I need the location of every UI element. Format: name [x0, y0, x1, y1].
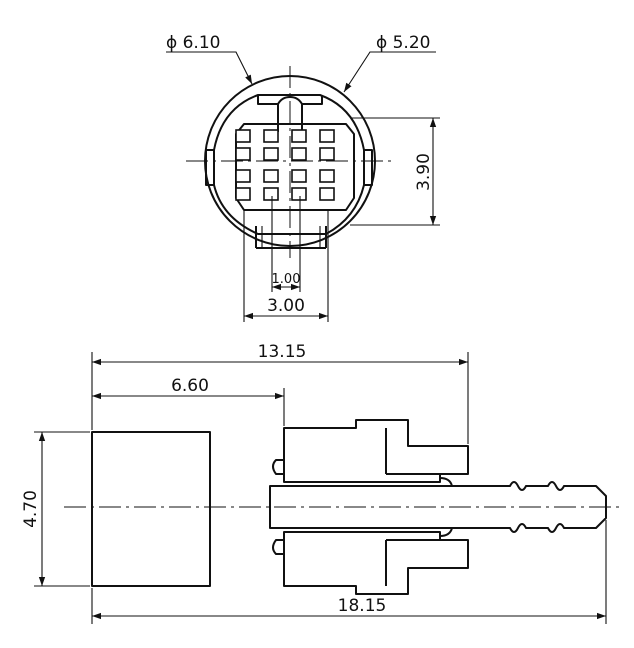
pin [291, 147, 307, 161]
pin [291, 129, 307, 143]
pin [291, 169, 307, 183]
pin [263, 169, 279, 183]
left-body [91, 431, 211, 587]
dim-pin-pitch: 1.00 [272, 272, 301, 287]
pin [235, 129, 251, 143]
pin [319, 169, 335, 183]
side-rib-left [205, 149, 214, 186]
pin [319, 187, 335, 201]
side-view [64, 419, 620, 595]
dim-pin-height: 3.90 [414, 153, 434, 191]
key-notch [257, 96, 323, 105]
dim-inner-diameter: ϕ 5.20 [376, 33, 430, 53]
upper-bump [439, 477, 453, 487]
pin-grid [235, 129, 335, 201]
dim-outer-diameter: ϕ 6.10 [166, 33, 220, 53]
dim-line-overall-partial [91, 352, 469, 444]
front-view [186, 66, 394, 258]
dim-line-overall-length [91, 520, 607, 624]
dim-body-height: 4.70 [21, 490, 41, 528]
pin [235, 147, 251, 161]
dim-body-length: 6.60 [171, 376, 209, 396]
upper-bump [272, 459, 284, 475]
key-slot [277, 104, 303, 132]
dim-pin-span: 3.00 [267, 296, 305, 316]
dim-overall-length: 18.15 [338, 596, 387, 616]
dim-line-pin-height [350, 117, 440, 226]
pin [263, 147, 279, 161]
pin [263, 187, 279, 201]
lower-bump [439, 527, 453, 537]
pin [235, 187, 251, 201]
pin [263, 129, 279, 143]
bottom-tab [255, 226, 327, 249]
dim-line-pin-span [243, 210, 329, 322]
side-rib-right [364, 149, 373, 186]
diameter-leaders [166, 51, 436, 93]
pin [235, 169, 251, 183]
upper-housing [283, 419, 469, 483]
pin [319, 147, 335, 161]
lower-bump [272, 539, 284, 555]
pin [291, 187, 307, 201]
center-shaft [269, 481, 607, 533]
dim-line-body-length [92, 388, 285, 426]
dim-overall-partial-length: 13.15 [258, 342, 307, 362]
lower-housing [283, 531, 469, 595]
dim-line-body-height [34, 431, 90, 587]
pin [319, 129, 335, 143]
dim-line-pin-pitch [271, 196, 301, 292]
